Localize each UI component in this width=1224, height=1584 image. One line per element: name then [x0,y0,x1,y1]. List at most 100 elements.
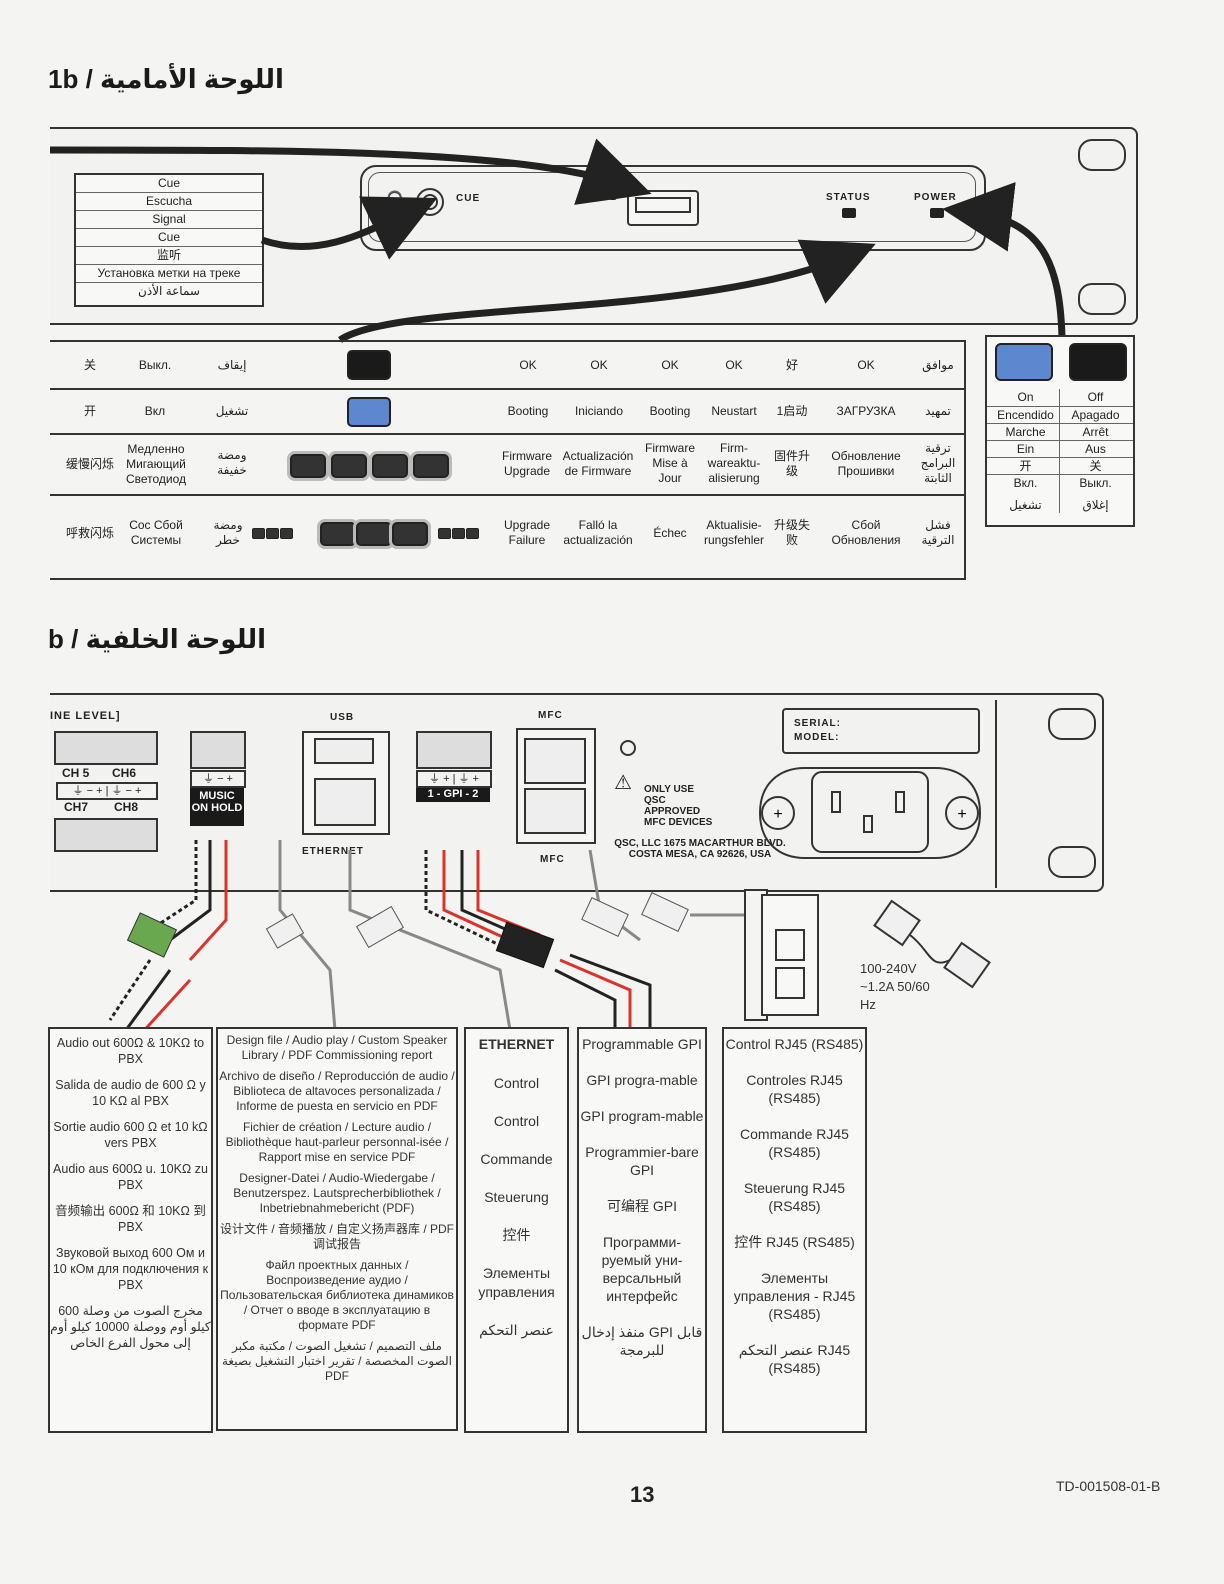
rear-usb-port [314,738,374,764]
legend-divider [1059,389,1060,513]
mfc-port-bottom [524,788,586,834]
document-id: TD-001508-01-B [1056,1478,1161,1494]
rear-ear-hole-bottom [1048,846,1096,878]
state: 升级失败 [773,518,810,547]
status-led [842,208,856,218]
state: 1启动 [776,404,808,418]
state: ترقية البرامج الثابتة [920,441,956,485]
svg-text:+: + [773,806,782,823]
legend-on: On [1017,390,1034,404]
gpi-label: 1 - GPI - 2 [416,788,490,802]
state: موافق [922,358,954,372]
rs485-desc: Commande RJ45 (RS485) [740,1126,849,1160]
manufacturer-address: QSC, LLC 1675 MACARTHUR BLVD. COSTA MESA… [614,838,786,860]
usb-desc: Designer-Datei / Audio-Wiedergabe / Benu… [233,1171,441,1215]
gpi-polarity: ⏚ + | ⏚ + [416,770,492,788]
iec-power-inlet: + + [758,767,982,859]
state: Iniciando [574,404,624,418]
status-label: STATUS [826,192,871,203]
gpi-terminal [416,731,492,769]
cue-translation: Установка метки на треке [76,265,262,283]
led-indicator-on [347,397,391,427]
state: OK [661,358,679,372]
ethernet-desc-title: ETHERNET [478,1036,555,1052]
cue-translation: Signal [76,211,262,229]
ethernet-desc: Control [493,1113,540,1129]
mfc-bottom-label: MFC [540,854,565,865]
pbx-desc: Audio out 600Ω & 10KΩ to PBX [56,1036,205,1066]
row-zh: 开 [83,404,96,418]
legend-off: Aus [1085,442,1106,456]
row-ru: Выкл. [138,358,172,372]
led-mini [252,528,265,539]
state: OK [519,358,537,372]
power-led [930,208,944,218]
state: Firmware Upgrade [502,449,552,478]
row-zh: 缓慢闪烁 [65,457,114,471]
usb-desc: ملف التصميم / تشغيل الصوت / مكتبة مكبر ا… [222,1339,452,1383]
state: Échec [653,526,687,540]
svg-text:+: + [957,806,966,823]
power-spec: 100-240V ~1.2A 50/60 Hz [860,961,930,1012]
ch6-label: CH6 [112,766,137,780]
state: 好 [785,358,798,372]
ch7-label: CH7 [64,800,89,814]
serial-label: SERIAL: [794,718,841,729]
legend-on: 开 [1019,459,1032,473]
state: Firmware Mise à Jour [645,441,695,485]
front-usb-port-slot [635,197,691,213]
ethernet-desc: Commande [480,1151,553,1167]
state: Booting [507,404,549,418]
gpi-desc: GPI program-mable [580,1108,704,1124]
legend-led-on [995,343,1053,381]
state: 固件升级 [773,449,810,478]
rs485-description-box: Control RJ45 (RS485) Controles RJ45 (RS4… [722,1027,867,1433]
row-ar: ومضة خطر [213,518,243,547]
ethernet-desc: Элементы управления [478,1265,555,1300]
rear-panel-title: b / اللوحة الخلفية [48,624,267,654]
ethernet-desc: 控件 [502,1227,531,1243]
state: Neustart [711,404,757,418]
state: ЗАГРУЗКА [836,404,896,418]
state: Сбой Обновления [831,518,901,547]
pbx-description-box: Audio out 600Ω & 10KΩ to PBX Salida de a… [48,1027,213,1433]
legend-on: Вкл. [1013,476,1038,490]
music-on-hold-label: MUSIC ON HOLD [190,788,244,826]
row-zh: 呼救闪烁 [65,526,114,540]
rs485-desc: 控件 RJ45 (RS485) [734,1234,855,1250]
led-slow-blink [372,454,408,478]
pbx-desc: Звуковой выход 600 Ом и 10 кОм для подкл… [52,1246,209,1292]
warning-icon: ⚠ [614,772,632,794]
table-divider [50,494,964,496]
row-ar: تشغيل [215,404,249,418]
ethernet-desc: عنصر التحكم [479,1322,554,1338]
led-sos-blink [320,522,356,546]
rs485-desc: عنصر التحكم RJ45 (RS485) [738,1342,851,1376]
legend-on: Encendido [997,408,1054,422]
music-on-hold-terminal [190,731,246,769]
mfc-warning: ONLY USE QSC APPROVED MFC DEVICES [644,784,713,828]
gpi-description-box: Programmable GPI GPI progra-mable GPI pr… [577,1027,707,1433]
state: Actualización de Firmware [562,449,634,478]
led-indicator-off [347,350,391,380]
line-level-terminal-bottom [54,818,158,852]
row-ru: Медленно Мигающий Светодиод [125,442,187,486]
legend-off: Apagado [1071,408,1120,422]
pbx-desc: Audio aus 600Ω u. 10KΩ zu PBX [53,1162,208,1192]
pbx-desc: مخرج الصوت من وصلة 600 كيلو أوم ووصلة 10… [50,1304,211,1350]
usb-desc: 设计文件 / 音频播放 / 自定义扬声器库 / PDF 调试报告 [219,1222,454,1251]
state: OK [725,358,743,372]
gpi-desc: Programmier-bare GPI [585,1144,699,1178]
usb-desc: Archivo de diseño / Reproducción de audi… [219,1069,455,1113]
legend-off: إغلاق [1082,498,1109,512]
cue-translation: 监听 [76,247,262,265]
led-mini [466,528,479,539]
line-level-label: INE LEVEL] [50,710,121,722]
gpi-desc: Programmable GPI [582,1036,702,1052]
row-ru: Вкл [144,404,166,418]
ethernet-desc: Control [493,1075,540,1091]
cue-label: CUE [456,193,481,204]
rear-cables [108,840,991,1037]
legend-off: Выкл. [1079,476,1112,490]
cue-translation: Escucha [76,193,262,211]
